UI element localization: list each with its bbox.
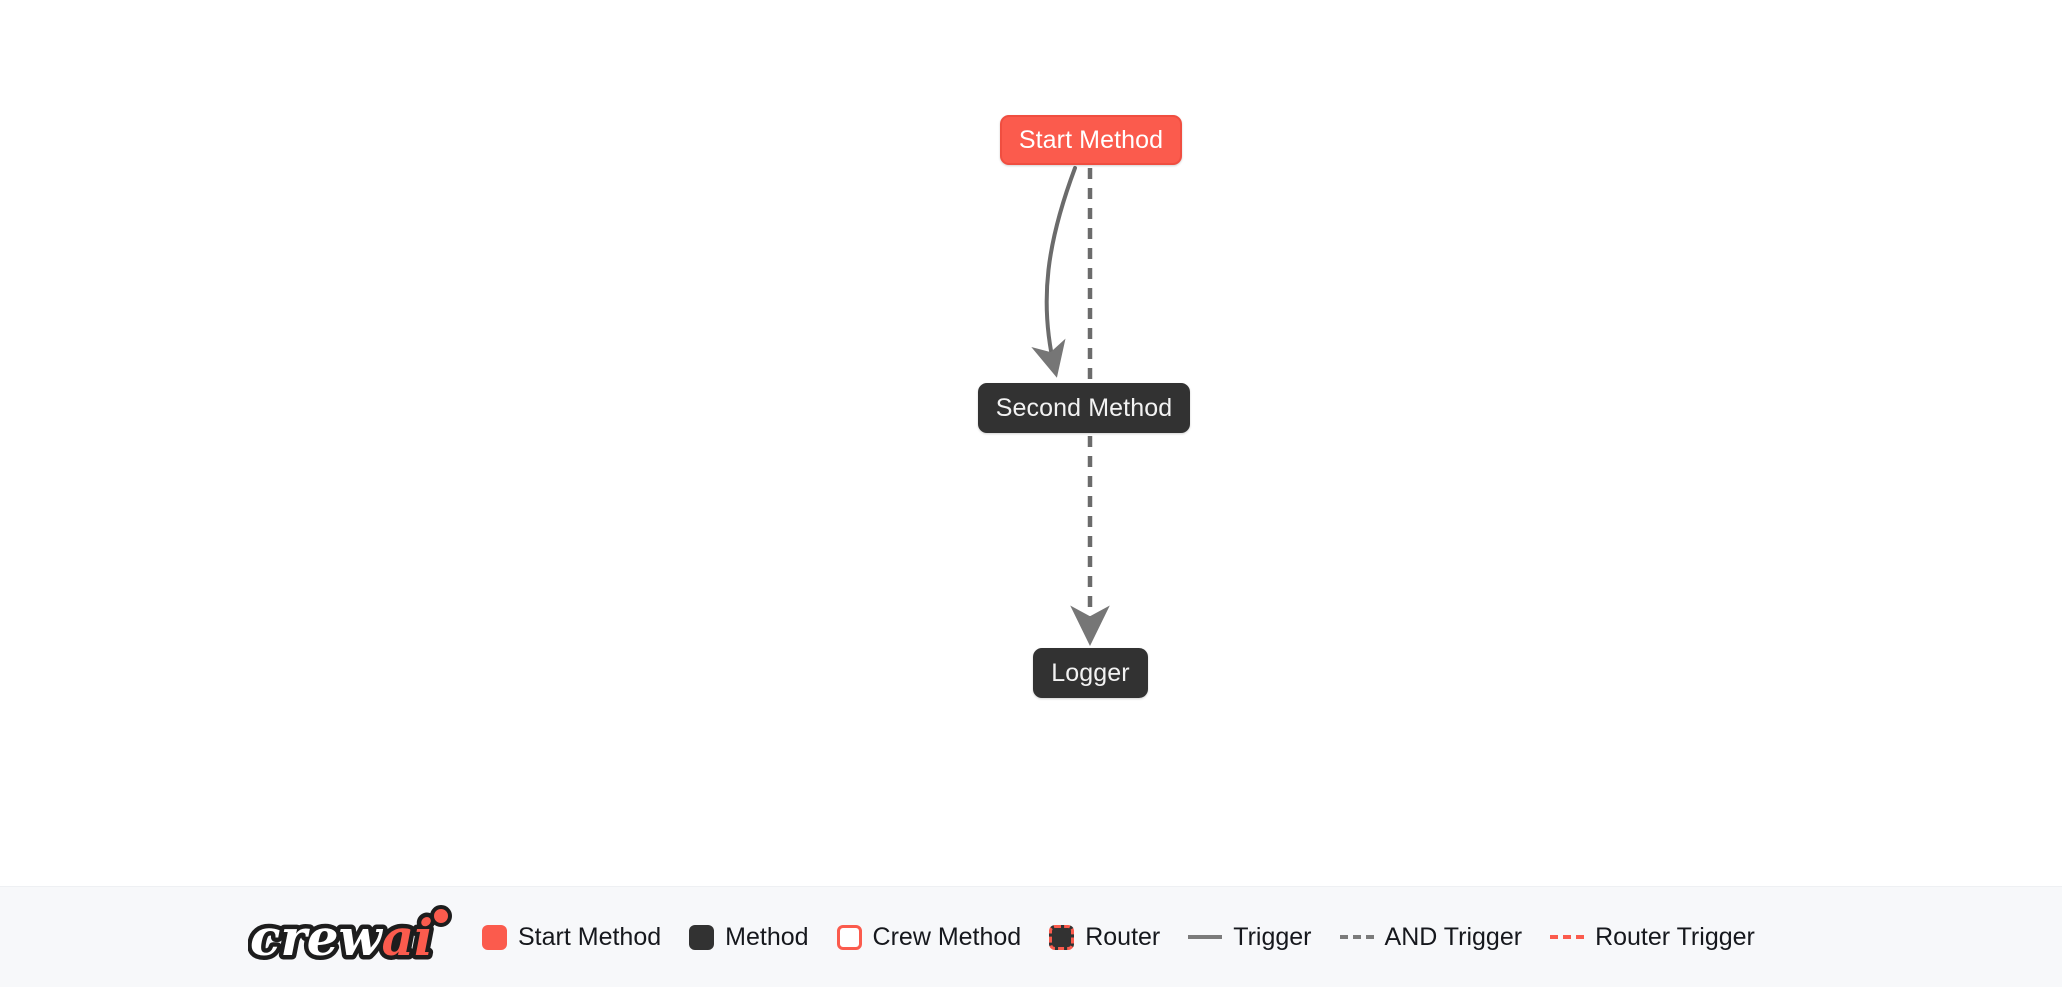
flow-node-start-method[interactable]: Start Method — [1000, 115, 1182, 165]
legend-label: AND Trigger — [1384, 922, 1523, 951]
legend-item-crew-method[interactable]: Crew Method — [836, 922, 1022, 951]
legend-item-trigger[interactable]: Trigger — [1188, 922, 1312, 951]
legend-label: Start Method — [518, 922, 662, 951]
svg-text:crewai: crewai — [250, 908, 433, 967]
legend-item-and-trigger[interactable]: AND Trigger — [1339, 922, 1523, 951]
crewai-logo-icon: crewai crew crewai — [246, 904, 452, 972]
legend-label: Method — [725, 922, 809, 951]
legend-items: Start Method Method Crew Method Router T… — [482, 922, 2062, 951]
edge-start-to-second — [1031, 166, 1077, 378]
legend-item-start-method[interactable]: Start Method — [482, 922, 662, 951]
legend-label: Router Trigger — [1595, 922, 1755, 951]
flow-node-label: Logger — [1051, 658, 1130, 687]
crewai-logo: crewai crew crewai — [246, 902, 456, 972]
legend-item-router-trigger[interactable]: Router Trigger — [1550, 922, 1755, 951]
legend-item-method[interactable]: Method — [689, 922, 809, 951]
and-trigger-line-icon — [1339, 935, 1374, 939]
flow-node-second-method[interactable]: Second Method — [978, 383, 1190, 433]
legend-label: Trigger — [1233, 922, 1312, 951]
crewai-logo-crew: crew — [250, 908, 384, 967]
trigger-line-icon — [1188, 935, 1223, 939]
legend-label: Router — [1085, 922, 1161, 951]
router-trigger-line-icon — [1550, 935, 1585, 939]
legend-bar: crewai crew crewai Start Method Method C… — [0, 886, 2062, 987]
start-method-swatch-icon — [482, 924, 507, 950]
router-swatch-icon — [1049, 924, 1075, 950]
svg-text:crewai: crewai — [250, 908, 433, 967]
flow-canvas[interactable]: Start Method Second Method Logger — [0, 0, 2062, 886]
flow-node-label: Second Method — [995, 393, 1173, 422]
flow-node-logger[interactable]: Logger — [1033, 648, 1148, 698]
legend-label: Crew Method — [872, 922, 1022, 951]
legend-item-router[interactable]: Router — [1049, 922, 1161, 951]
flow-node-label: Start Method — [1018, 125, 1164, 154]
method-swatch-icon — [689, 924, 715, 950]
crew-method-swatch-icon — [836, 924, 862, 950]
